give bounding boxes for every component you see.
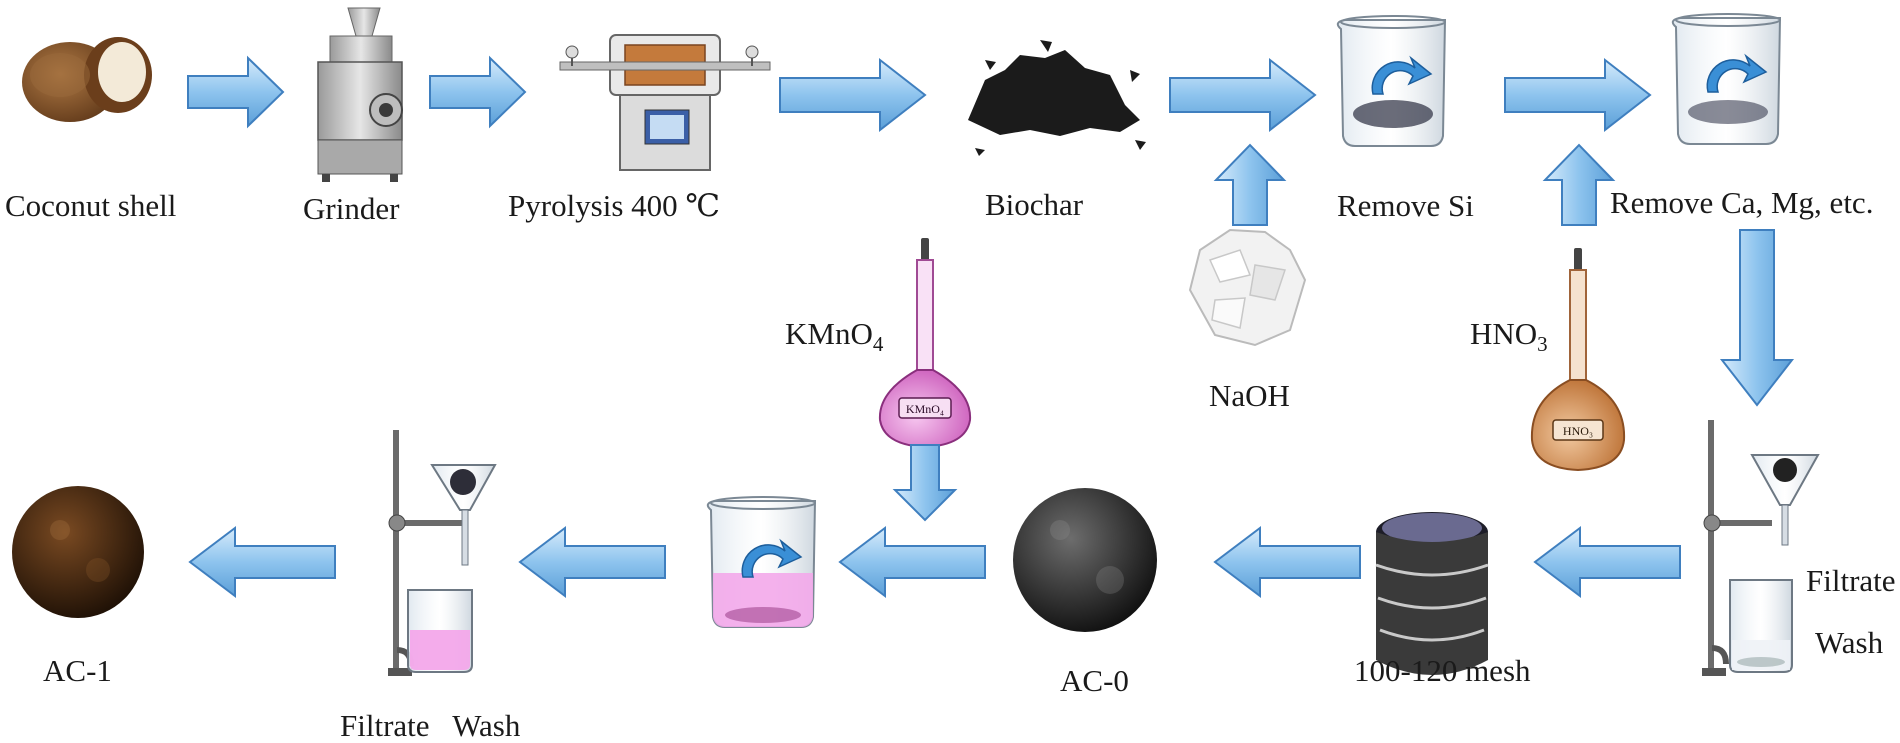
volumetric-flask-icon: KMnO₄: [878, 238, 972, 449]
biochar-pile-icon: [968, 40, 1146, 156]
label-kmno4: KMnO4: [785, 316, 884, 356]
filtration-stand-icon: [388, 430, 497, 676]
process-arrow-icon: [1169, 57, 1317, 133]
process-arrow-icon: [429, 55, 527, 129]
label-ac1: AC-1: [43, 653, 112, 688]
grinder-machine-icon: [317, 7, 403, 182]
label-remove-ca-mg: Remove Ca, Mg, etc.: [1610, 185, 1874, 220]
label-filtrate-right: Filtrate: [1806, 563, 1896, 598]
label-remove-si: Remove Si: [1337, 188, 1474, 223]
stirring-beaker-icon: [1671, 13, 1781, 145]
process-arrow-icon: [1719, 229, 1795, 407]
process-arrow-icon: [187, 55, 285, 129]
activated-carbon-ball-icon: [12, 486, 144, 618]
tube-furnace-icon: [559, 34, 771, 171]
sieve-stack-icon: [1375, 512, 1489, 675]
label-ac0: AC-0: [1060, 663, 1129, 698]
label-biochar: Biochar: [985, 187, 1084, 222]
process-arrow-icon: [1504, 57, 1652, 133]
flask-label-kmno4: KMnO₄: [906, 402, 944, 416]
activated-carbon-ball-icon: [1013, 488, 1157, 632]
process-arrow-icon: [1542, 143, 1616, 226]
stirring-beaker-icon: [1336, 15, 1446, 147]
label-filtrate-wash-left: Filtrate Wash: [340, 708, 521, 743]
label-pyrolysis: Pyrolysis 400 ℃: [508, 188, 721, 223]
process-arrow-icon: [838, 525, 986, 599]
process-arrow-icon: [518, 525, 666, 599]
process-arrow-icon: [1533, 525, 1681, 599]
coconut-shell-icon: [22, 37, 152, 122]
label-grinder: Grinder: [303, 191, 400, 226]
process-arrow-icon: [1213, 525, 1361, 599]
process-arrow-icon: [892, 444, 958, 522]
filtration-stand-icon: [1702, 420, 1820, 676]
label-naoh: NaOH: [1209, 378, 1290, 413]
process-arrow-icon: [1213, 143, 1287, 226]
process-arrow-icon: [188, 525, 336, 599]
label-wash-right: Wash: [1815, 625, 1884, 660]
label-coconut-shell: Coconut shell: [5, 188, 177, 223]
stirring-beaker-icon: [706, 496, 816, 628]
volumetric-flask-icon: HNO₃: [1530, 248, 1626, 472]
process-arrow-icon: [779, 57, 927, 133]
flask-label-hno3: HNO₃: [1563, 424, 1593, 438]
label-mesh: 100-120 mesh: [1354, 653, 1531, 688]
label-hno3: HNO3: [1470, 316, 1548, 356]
naoh-flakes-icon: [1188, 228, 1307, 347]
